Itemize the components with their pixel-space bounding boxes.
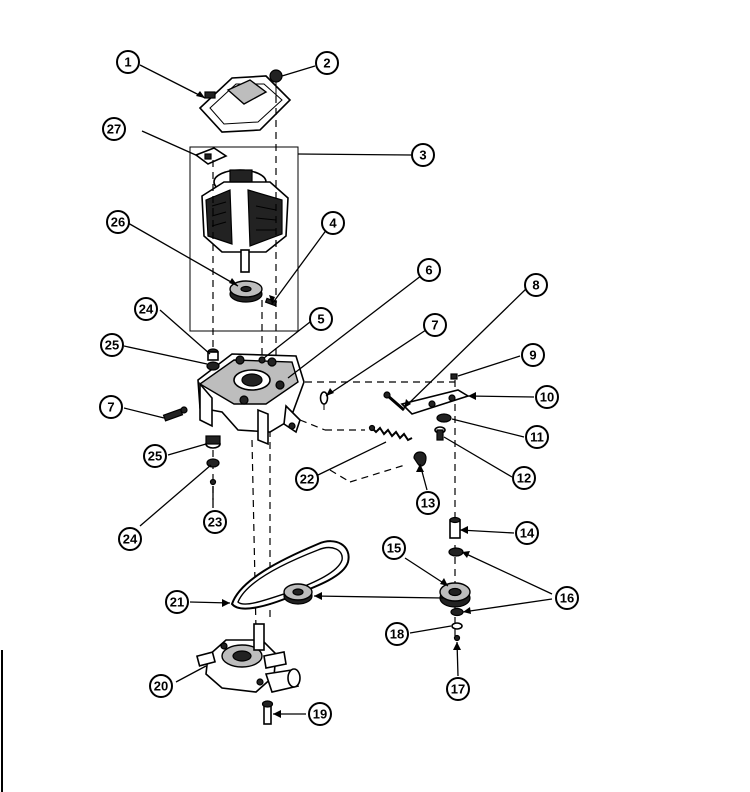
idler-retainer bbox=[453, 634, 461, 642]
svg-text:16: 16 bbox=[560, 591, 574, 606]
callout-5: 5 bbox=[309, 307, 333, 331]
svg-text:7: 7 bbox=[431, 318, 438, 333]
svg-text:23: 23 bbox=[208, 515, 222, 530]
callout-11: 11 bbox=[525, 425, 549, 449]
svg-text:25: 25 bbox=[105, 338, 119, 353]
motor-assembly-frame bbox=[189, 146, 299, 332]
svg-text:18: 18 bbox=[390, 627, 404, 642]
callout-19: 19 bbox=[308, 702, 332, 726]
callout-15: 15 bbox=[382, 536, 406, 560]
svg-text:5: 5 bbox=[317, 312, 324, 327]
arrowheads bbox=[196, 91, 476, 718]
idler-spacer bbox=[451, 622, 463, 630]
svg-text:4: 4 bbox=[329, 216, 337, 231]
callout-20: 20 bbox=[149, 674, 173, 698]
pump-bolt bbox=[261, 700, 274, 725]
tension-arm bbox=[400, 389, 470, 415]
small-clip bbox=[450, 373, 458, 380]
lower-idler-washer bbox=[450, 607, 464, 617]
bracket-nut bbox=[258, 356, 266, 364]
svg-text:14: 14 bbox=[520, 526, 535, 541]
callout-1: 1 bbox=[116, 50, 140, 74]
svg-text:21: 21 bbox=[170, 595, 184, 610]
callout-6: 6 bbox=[417, 258, 441, 282]
callout-7-left: 7 bbox=[99, 395, 123, 419]
spring-pin bbox=[383, 391, 405, 412]
callout-9: 9 bbox=[521, 343, 545, 367]
callout-17: 17 bbox=[446, 677, 470, 701]
upper-grommet-stack bbox=[206, 348, 220, 371]
svg-text:10: 10 bbox=[540, 390, 554, 405]
svg-text:6: 6 bbox=[425, 263, 432, 278]
svg-text:9: 9 bbox=[529, 348, 536, 363]
svg-text:15: 15 bbox=[387, 541, 401, 556]
motor-coupling bbox=[229, 280, 263, 303]
callout-18: 18 bbox=[385, 622, 409, 646]
svg-text:13: 13 bbox=[421, 496, 435, 511]
callout-14: 14 bbox=[515, 521, 539, 545]
callout-3: 3 bbox=[411, 143, 435, 167]
callout-24-upper: 24 bbox=[134, 297, 158, 321]
arm-washer bbox=[436, 413, 452, 423]
spring-clip bbox=[413, 451, 427, 467]
svg-text:7: 7 bbox=[107, 400, 114, 415]
callout-16: 16 bbox=[555, 586, 579, 610]
idler-pulley bbox=[439, 582, 471, 608]
callout-10: 10 bbox=[535, 385, 559, 409]
callout-26: 26 bbox=[106, 210, 130, 234]
svg-text:2: 2 bbox=[323, 56, 330, 71]
callout-25-lower: 25 bbox=[143, 444, 167, 468]
svg-text:1: 1 bbox=[124, 55, 131, 70]
svg-text:3: 3 bbox=[419, 148, 426, 163]
idler-shaft bbox=[449, 516, 461, 539]
svg-text:26: 26 bbox=[111, 215, 125, 230]
callout-12: 12 bbox=[512, 466, 536, 490]
motor-mount-bracket bbox=[197, 353, 305, 446]
motor bbox=[201, 169, 289, 273]
svg-text:27: 27 bbox=[107, 122, 121, 137]
pump-pulley bbox=[283, 583, 313, 605]
callout-25-upper: 25 bbox=[100, 333, 124, 357]
callout-24-lower: 24 bbox=[118, 527, 142, 551]
motor-cover bbox=[198, 75, 292, 133]
callout-7-right: 7 bbox=[423, 313, 447, 337]
motor-switch bbox=[194, 147, 228, 165]
svg-text:17: 17 bbox=[451, 682, 465, 697]
water-pump bbox=[195, 623, 301, 693]
leader-lines bbox=[123, 64, 553, 715]
callout-2: 2 bbox=[315, 51, 339, 75]
left-bolt bbox=[162, 406, 188, 422]
callout-13: 13 bbox=[416, 491, 440, 515]
svg-text:24: 24 bbox=[139, 302, 154, 317]
callout-4: 4 bbox=[321, 211, 345, 235]
upper-idler-washer bbox=[448, 547, 464, 557]
callout-23: 23 bbox=[203, 510, 227, 534]
callout-27: 27 bbox=[102, 117, 126, 141]
callout-22: 22 bbox=[295, 467, 319, 491]
callout-21: 21 bbox=[165, 590, 189, 614]
svg-text:19: 19 bbox=[313, 707, 327, 722]
svg-text:12: 12 bbox=[517, 471, 531, 486]
svg-text:22: 22 bbox=[300, 472, 314, 487]
svg-text:8: 8 bbox=[532, 278, 539, 293]
drive-belt bbox=[230, 540, 350, 610]
svg-text:11: 11 bbox=[530, 430, 544, 445]
pivot-bolt bbox=[434, 426, 446, 441]
svg-text:25: 25 bbox=[148, 449, 162, 464]
svg-text:24: 24 bbox=[123, 532, 138, 547]
right-screw bbox=[319, 391, 329, 410]
svg-text:20: 20 bbox=[154, 679, 168, 694]
tension-spring bbox=[368, 424, 413, 442]
callout-8: 8 bbox=[524, 273, 548, 297]
